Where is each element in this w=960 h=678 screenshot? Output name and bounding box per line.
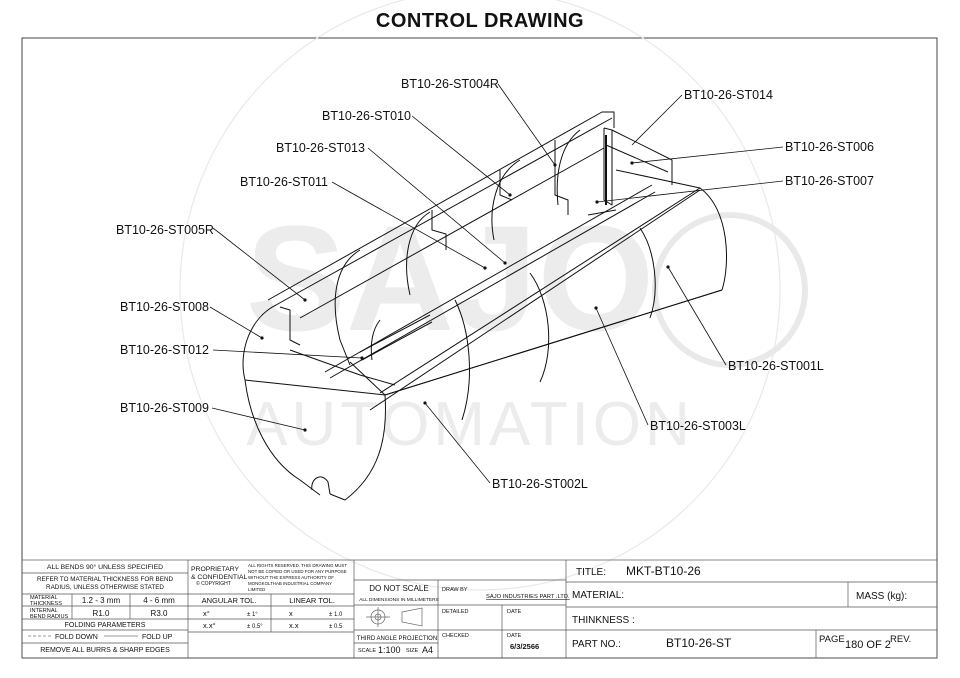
tol-lin-2: x.x	[289, 621, 299, 630]
rev-label: REV.	[890, 634, 911, 645]
page-title: CONTROL DRAWING	[375, 10, 585, 32]
tol-ang-val-2: ± 0.5°	[247, 624, 263, 630]
proprietary-2: & CONFIDENTIAL	[191, 574, 247, 581]
tol-ang-val-1: ± 1°	[247, 612, 258, 618]
fold-up-label: FOLD UP	[142, 634, 173, 641]
all-dimensions-note: ALL DIMENSIONS IN MILLIMETERS	[359, 597, 439, 603]
material-thickness-label-1: MATERIAL	[30, 595, 58, 601]
linear-tol-label: LINEAR TOL.	[289, 596, 335, 605]
part-no-label: PART NO.:	[572, 639, 621, 650]
callout-st013: BT10-26-ST013	[276, 141, 365, 155]
radius-1: R1.0	[93, 609, 110, 618]
thinkness-label: THINKNESS :	[572, 615, 635, 626]
fold-down-label: FOLD DOWN	[55, 634, 98, 641]
callout-st004r: BT10-26-ST004R	[401, 77, 499, 91]
tol-ang-1: x°	[203, 609, 210, 618]
date-label-2: DATE	[507, 633, 522, 639]
callout-st003l: BT10-26-ST003L	[650, 419, 746, 433]
callout-st012: BT10-26-ST012	[120, 343, 209, 357]
bend-radius-label-2: BEND RADIUS	[30, 614, 68, 620]
refer-note-1: REFER TO MATERIAL THICKNESS FOR BEND	[37, 576, 174, 583]
callout-st002l: BT10-26-ST002L	[492, 477, 588, 491]
bends-note: ALL BENDS 90° UNLESS SPECIFIED	[47, 563, 163, 571]
third-angle-label: THIRD ANGLE PROJECTION	[357, 636, 437, 642]
tol-lin-val-2: ± 0.5	[329, 624, 343, 630]
radius-2: R3.0	[151, 609, 168, 618]
scale-label: SCALE	[358, 648, 376, 654]
callout-st011: BT10-26-ST011	[240, 175, 328, 189]
material-thickness-label-2: THICKNESS	[30, 601, 62, 607]
callout-st008: BT10-26-ST008	[120, 300, 209, 314]
rights-5: LIMITED	[248, 587, 265, 592]
proprietary-1: PROPRIETARY	[191, 566, 240, 573]
rights-3: WITHOUT THE EXPRESS AUTHORITY OF	[248, 575, 334, 580]
callout-labels: BT10-26-ST004R BT10-26-ST010 BT10-26-ST0…	[116, 77, 874, 491]
do-not-scale: DO NOT SCALE	[369, 584, 428, 593]
watermark-text-2: AUTOMATION	[246, 390, 694, 459]
title-label: TITLE:	[576, 567, 606, 578]
watermark-text-1: SAJO	[246, 194, 654, 362]
page-value: 180 OF 2	[845, 639, 891, 651]
page-label: PAGE	[819, 634, 845, 645]
callout-st010: BT10-26-ST010	[322, 109, 411, 123]
date-value: 6/3/2566	[510, 642, 539, 651]
watermark-logo: SAJO AUTOMATION	[179, 0, 808, 591]
folding-parameters: FOLDING PARAMETERS	[65, 622, 146, 629]
callout-st006: BT10-26-ST006	[785, 140, 874, 154]
part-no-value: BT10-26-ST	[666, 636, 732, 650]
third-angle-projection-icon	[366, 607, 423, 627]
drawn-by-label: DRAW BY	[442, 587, 468, 593]
title-value: MKT-BT10-26	[626, 564, 701, 578]
tol-lin-1: x	[289, 609, 293, 618]
bend-radius-label-1: INTERNAL	[30, 608, 58, 614]
callout-st007: BT10-26-ST007	[785, 174, 874, 188]
detailed-label: DETAILED	[442, 609, 469, 615]
date-label-1: DATE	[507, 609, 522, 615]
company-name: SAJO INDUSTRIES PART .LTD.	[486, 594, 570, 600]
callout-st014: BT10-26-ST014	[684, 88, 773, 102]
mass-label: MASS (kg):	[856, 591, 907, 602]
callout-leaders	[209, 83, 784, 484]
rights-2: NOT BE COPIED OR USED FOR ANY PURPOSE	[248, 569, 347, 574]
title-block-grid	[21, 559, 938, 659]
size-value: A4	[422, 645, 433, 655]
scale-value: 1:100	[378, 645, 401, 655]
checked-label: CHECKED	[442, 633, 469, 639]
refer-note-2: RADIUS, UNLESS OTHERWISE STATED	[46, 584, 164, 591]
proprietary-3: © COPYRIGHT	[196, 580, 231, 587]
tol-ang-2: x.x°	[203, 621, 216, 630]
rights-1: ALL RIGHTS RESERVED. THIS DRAWING MUST	[248, 563, 347, 568]
callout-st005r: BT10-26-ST005R	[116, 223, 214, 237]
angular-tol-label: ANGULAR TOL.	[202, 596, 257, 605]
callout-st009: BT10-26-ST009	[120, 401, 209, 415]
title-block-text: ALL BENDS 90° UNLESS SPECIFIED REFER TO …	[30, 563, 911, 655]
callout-dots	[260, 161, 670, 432]
remove-burrs-note: REMOVE ALL BURRS & SHARP EDGES	[40, 647, 170, 654]
tol-lin-val-1: ± 1.0	[329, 612, 343, 618]
callout-st001l: BT10-26-ST001L	[728, 359, 824, 373]
size-label: SIZE	[406, 648, 419, 654]
thickness-range-1: 1.2 - 3 mm	[82, 596, 121, 605]
thickness-range-2: 4 - 6 mm	[143, 596, 175, 605]
material-label: MATERIAL:	[572, 590, 624, 601]
rights-4: MONGKOLTHAB INDUSTRIAL COMPANY	[248, 581, 332, 586]
